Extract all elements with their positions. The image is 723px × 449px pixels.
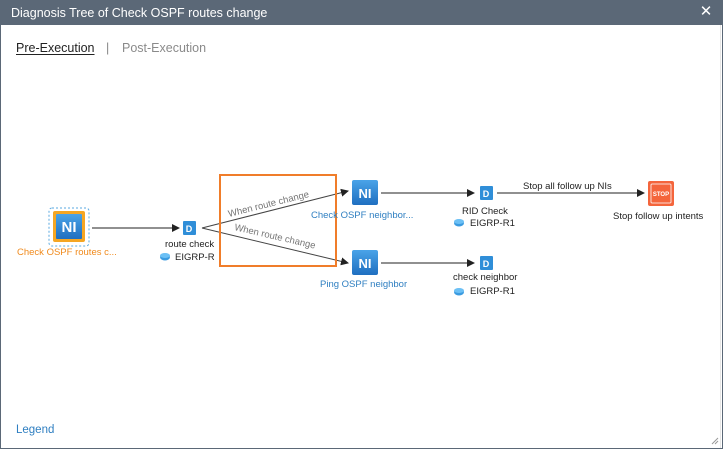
check-neighbor-device[interactable]: EIGRP-R1	[470, 286, 515, 297]
rid-check-label: RID Check	[462, 206, 508, 217]
d-icon: D	[483, 189, 490, 199]
ni-icon: NI	[62, 219, 77, 236]
tab-separator: |	[106, 41, 110, 55]
dialog-title: Diagnosis Tree of Check OSPF routes chan…	[11, 6, 268, 20]
d-icon: D	[186, 224, 193, 234]
tab-pre-execution[interactable]: Pre-Execution	[16, 41, 95, 55]
router-icon	[160, 253, 170, 261]
diagnosis-tree-canvas: When route change When route change NI D…	[48, 174, 674, 296]
check-neighbor-ni-node[interactable]: NI	[352, 180, 378, 205]
ni-icon: NI	[359, 186, 372, 201]
route-check-label: route check	[165, 239, 215, 250]
check-neighbor-label: check neighbor	[453, 272, 518, 283]
rid-check-device[interactable]: EIGRP-R1	[470, 218, 515, 229]
condition-label-2[interactable]: When route change	[233, 222, 316, 251]
stop-icon: STOP	[653, 192, 669, 198]
route-check-node[interactable]: D	[183, 221, 196, 235]
d-icon: D	[483, 259, 490, 269]
router-icon	[454, 219, 464, 227]
ping-neighbor-ni-label[interactable]: Ping OSPF neighbor	[320, 279, 408, 290]
tab-post-execution[interactable]: Post-Execution	[122, 41, 207, 55]
root-ni-label[interactable]: Check OSPF routes c...	[17, 247, 117, 258]
route-check-device[interactable]: EIGRP-R	[175, 252, 215, 263]
legend-link[interactable]: Legend	[16, 424, 55, 436]
stop-edge-label: Stop all follow up NIs	[523, 181, 612, 192]
check-neighbor-node[interactable]: D	[480, 256, 493, 270]
check-neighbor-ni-label[interactable]: Check OSPF neighbor...	[311, 210, 414, 221]
root-ni-node[interactable]: NI	[48, 207, 90, 247]
edge-route-check-to-check-neighbor	[201, 188, 349, 229]
router-icon	[454, 288, 464, 296]
close-icon[interactable]: ✕	[699, 3, 713, 20]
condition-highlight-box[interactable]	[219, 174, 337, 267]
resize-handle-icon[interactable]	[711, 437, 719, 445]
ping-neighbor-ni-node[interactable]: NI	[352, 250, 378, 275]
rid-check-node[interactable]: D	[480, 186, 493, 200]
stop-node[interactable]: STOP	[648, 181, 674, 206]
dialog-titlebar[interactable]: Diagnosis Tree of Check OSPF routes chan…	[1, 1, 722, 25]
condition-label-1[interactable]: When route change	[227, 189, 310, 220]
ni-icon: NI	[359, 256, 372, 271]
scrollbar-track	[720, 25, 721, 448]
stop-node-label: Stop follow up intents	[613, 211, 704, 222]
edge-route-check-to-ping-neighbor	[201, 227, 349, 266]
